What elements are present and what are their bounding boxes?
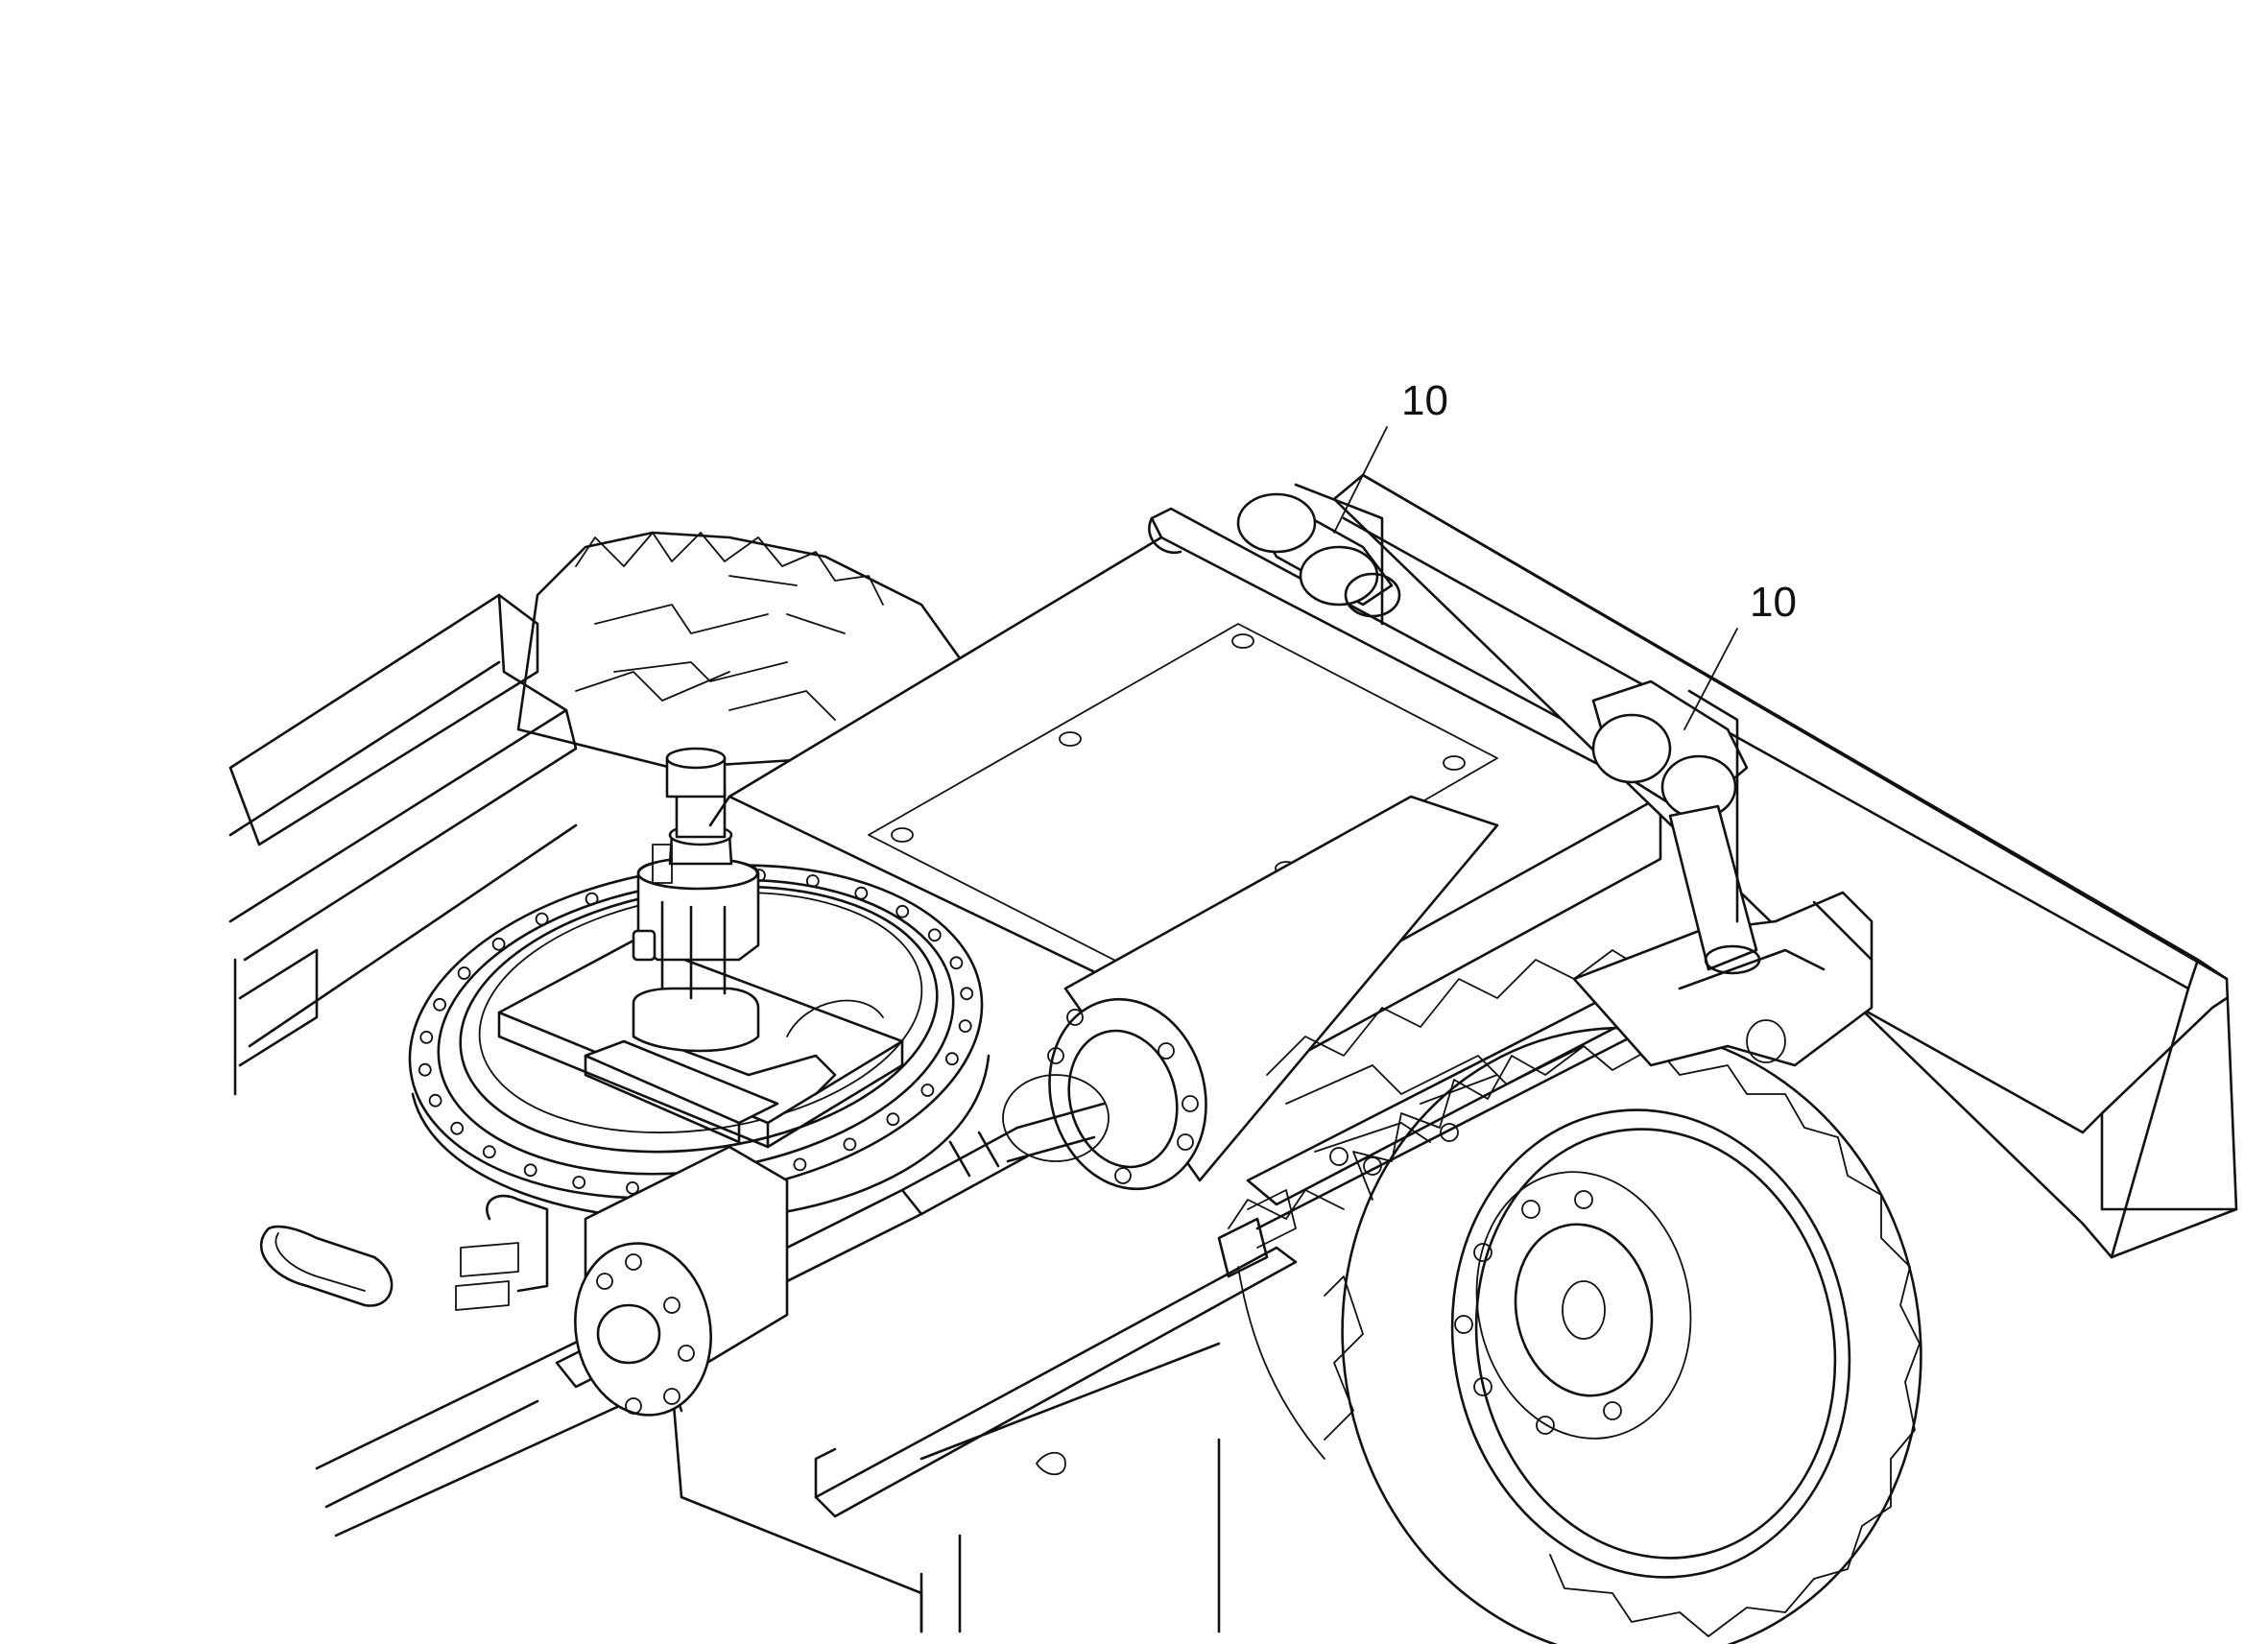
bolt-hole [920,1084,935,1097]
drive-housing [1002,795,1499,1191]
jack-fixture [497,747,904,1149]
bolt-hole [457,966,471,980]
bolt-hole [523,1163,537,1178]
bolt-hole [886,1112,900,1127]
top-plate-bolt-holes [891,633,1466,876]
callout-1-label: 10 [1401,377,1448,424]
wheel-hub-bolts [1454,1190,1622,1435]
bolt-hole [958,1019,972,1033]
bolt-hole [960,987,974,1001]
bolt-hole [572,1176,586,1189]
bolt-hole [626,1181,639,1195]
callout-2-label: 10 [1750,579,1797,626]
bolt-hole [927,928,942,942]
rear-gearbox [455,1145,789,1417]
bolt-hole [793,1157,807,1172]
bolt-hole [450,1121,465,1135]
blade-cylinder-upper [1236,483,1401,626]
bolt-hole [843,1137,857,1152]
bolt-hole [805,874,820,888]
bolt-hole [433,997,447,1012]
bolt-hole [491,937,506,951]
bolt-hole [419,1031,434,1044]
bolt-hole [585,892,599,906]
front-tire [1237,1026,1922,1644]
bolt-hole [428,1093,442,1108]
left-frame-rail [228,593,578,1096]
callout-leaders [1333,426,1738,730]
bolt-hole [949,956,964,970]
bolt-hole [945,1052,959,1066]
bolt-hole [854,886,869,900]
bolt-hole [418,1062,432,1077]
bolt-hole [535,912,549,926]
front-axle [814,958,1710,1518]
bolt-hole [482,1145,496,1159]
bolt-hole [895,904,910,918]
drive-flange-bolts [1047,1009,1199,1184]
blade-cylinder-lower [1591,679,1761,975]
